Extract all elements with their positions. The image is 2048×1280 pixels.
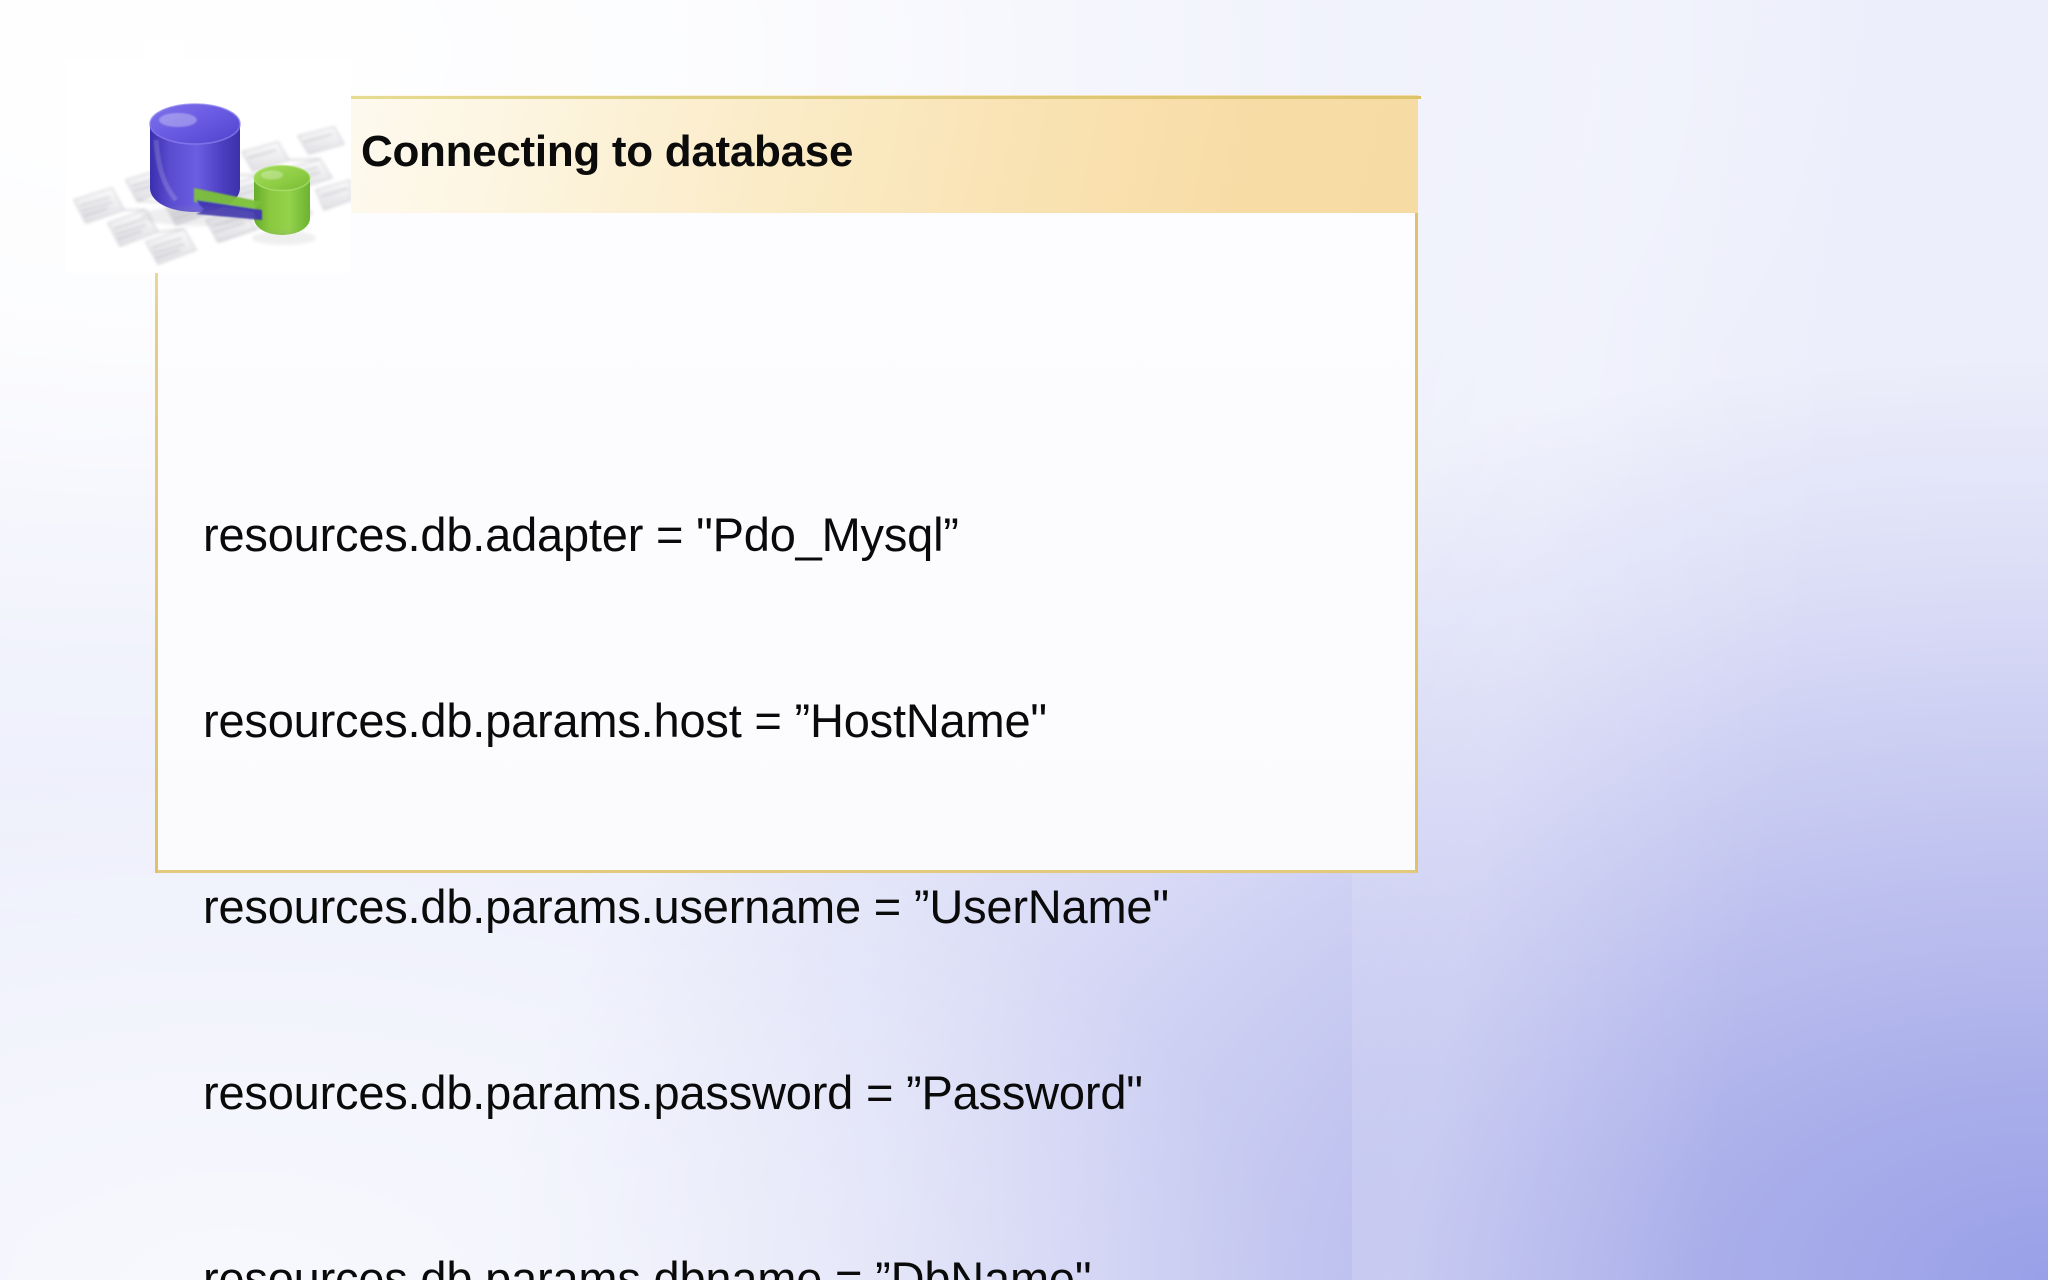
code-line: resources.db.adapter = "Pdo_Mysql”: [203, 508, 959, 561]
green-node-cylinder: [253, 164, 311, 235]
title-band: [155, 95, 1418, 213]
page-title: Connecting to database: [361, 127, 854, 176]
code-block: resources.db.adapter = "Pdo_Mysql” resou…: [203, 380, 1353, 1280]
title-band-top-rule: [155, 96, 1421, 99]
code-line: resources.db.params.password = ”Password…: [203, 1066, 1143, 1119]
frame-left-border: [155, 213, 158, 873]
code-line: resources.db.params.username = ”UserName…: [203, 880, 1169, 933]
content-frame: [155, 95, 1418, 873]
blue-database-cylinder: [149, 103, 241, 212]
code-line: resources.db.params.dbname = ”DbName": [203, 1252, 1092, 1280]
code-line: resources.db.params.host = ”HostName": [203, 694, 1047, 747]
database-illustration-svg: [66, 60, 351, 273]
database-connection-illustration: [66, 60, 351, 273]
